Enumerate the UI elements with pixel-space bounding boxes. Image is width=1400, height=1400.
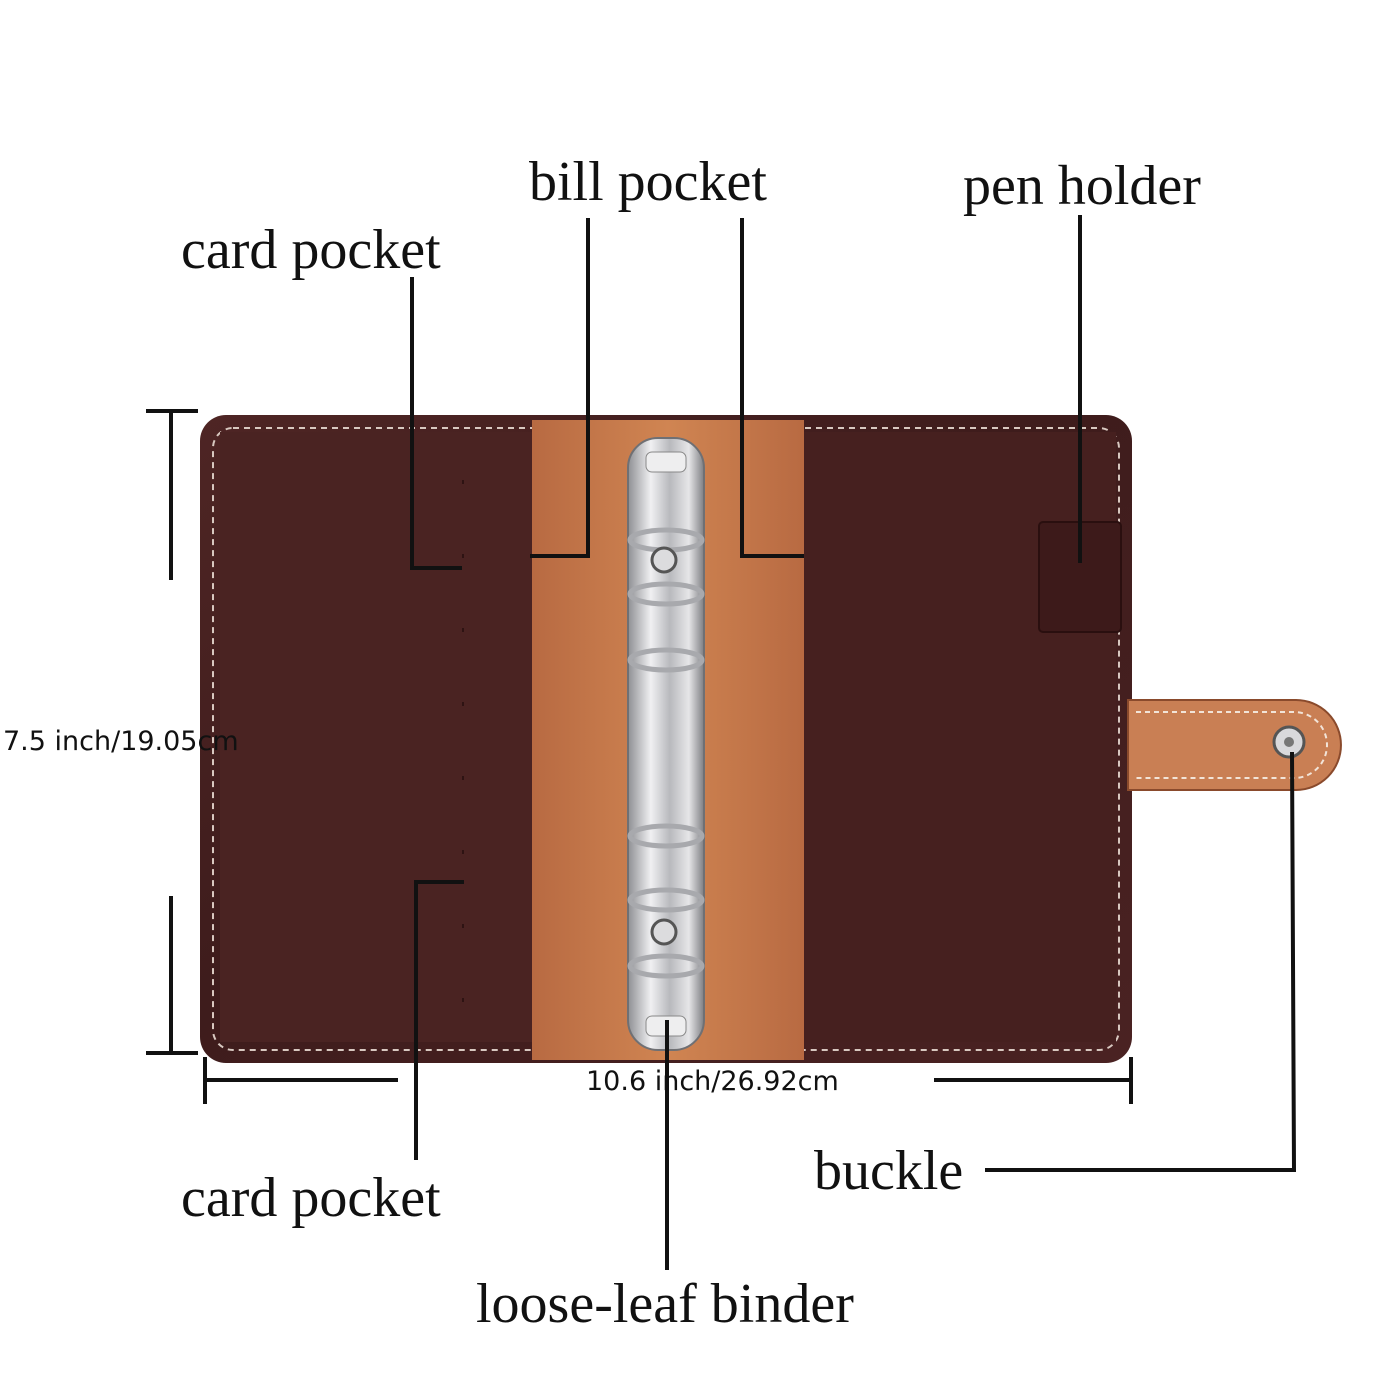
buckle-leader bbox=[985, 751, 1297, 1172]
loose-leaf-binder-label: loose-leaf binder bbox=[476, 1273, 854, 1335]
width-dimension-label: 10.6 inch/26.92cm bbox=[586, 1066, 839, 1097]
card-pocket-bottom-label: card pocket bbox=[181, 1167, 441, 1229]
binder-ring bbox=[627, 647, 705, 673]
dimension-markers bbox=[146, 409, 1133, 1104]
bill-pocket-label: bill pocket bbox=[529, 151, 767, 213]
pen-holder-label: pen holder bbox=[963, 155, 1201, 217]
card-pocket-top-label: card pocket bbox=[181, 219, 441, 281]
card-pocket-top-leader bbox=[410, 277, 462, 570]
rivet-icon bbox=[650, 918, 678, 946]
rivet-icon bbox=[650, 546, 678, 574]
left-pocket-panel bbox=[220, 432, 532, 1042]
bill-pocket-left-leader bbox=[530, 218, 590, 558]
card-pocket-bottom-leader bbox=[414, 880, 464, 1160]
binder-ring bbox=[627, 823, 705, 849]
binder-ring bbox=[627, 887, 705, 913]
ring-mechanism bbox=[627, 437, 705, 1051]
binder-ring bbox=[627, 581, 705, 607]
height-dimension-label: 7.5 inch/19.05cm bbox=[3, 726, 239, 757]
bill-pocket-right-leader bbox=[740, 218, 804, 558]
buckle-label: buckle bbox=[814, 1140, 964, 1202]
buckle-strap bbox=[1127, 699, 1342, 791]
binder-ring bbox=[627, 953, 705, 979]
callout-lines bbox=[410, 215, 1297, 1270]
